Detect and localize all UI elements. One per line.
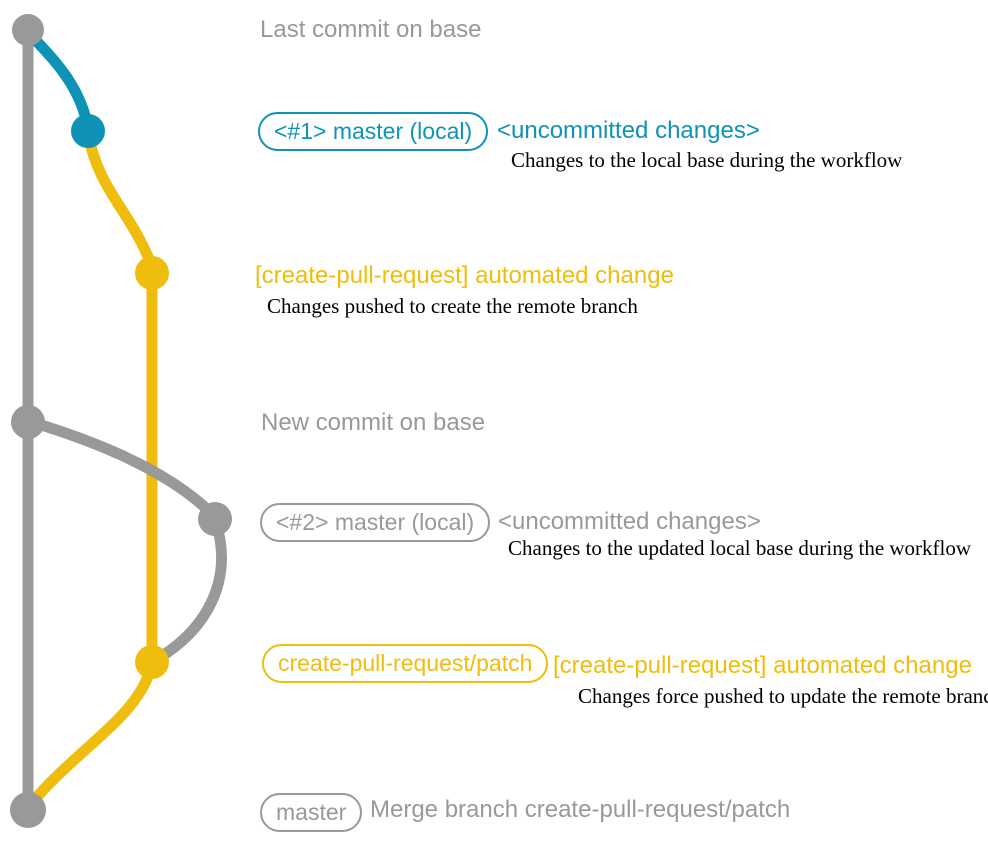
title-automated-change-1: [create-pull-request] automated change <box>255 262 674 289</box>
badge-master-local-2: <#2> master (local) <box>260 503 491 542</box>
commit-node-patch-1 <box>135 256 169 290</box>
note-merge-branch: Merge branch create-pull-request/patch <box>370 796 791 823</box>
badge-master: master <box>260 793 363 832</box>
commit-node-merge <box>10 792 46 828</box>
desc-local-changes-2: Changes to the updated local base during… <box>508 536 972 560</box>
note-uncommitted-changes-2: <uncommitted changes> <box>498 508 761 535</box>
commit-node-patch-2 <box>135 645 169 679</box>
desc-push-1: Changes pushed to create the remote bran… <box>267 294 638 318</box>
desc-local-changes-1: Changes to the local base during the wor… <box>511 148 903 172</box>
commit-node-local-2 <box>198 502 232 536</box>
desc-push-2: Changes force pushed to update the remot… <box>578 684 988 708</box>
rebase-edge-out <box>22 415 221 523</box>
badge-master-local-1: <#1> master (local) <box>258 112 489 151</box>
label-last-commit-on-base: Last commit on base <box>260 16 482 43</box>
rebase-edge-in <box>148 514 227 667</box>
note-uncommitted-changes-1: <uncommitted changes> <box>497 117 760 144</box>
commit-node-local-1 <box>71 114 105 148</box>
commit-node-new-base <box>11 405 45 439</box>
badge-create-pull-request-patch: create-pull-request/patch <box>262 644 549 683</box>
commit-node-last-base <box>12 14 44 46</box>
patch-branch-edge <box>82 127 157 270</box>
patch-merge-edge <box>23 657 158 812</box>
local-branch-edge <box>22 26 94 134</box>
title-automated-change-2: [create-pull-request] automated change <box>553 652 972 679</box>
label-new-commit-on-base: New commit on base <box>261 409 486 436</box>
commit-graph <box>10 14 232 828</box>
